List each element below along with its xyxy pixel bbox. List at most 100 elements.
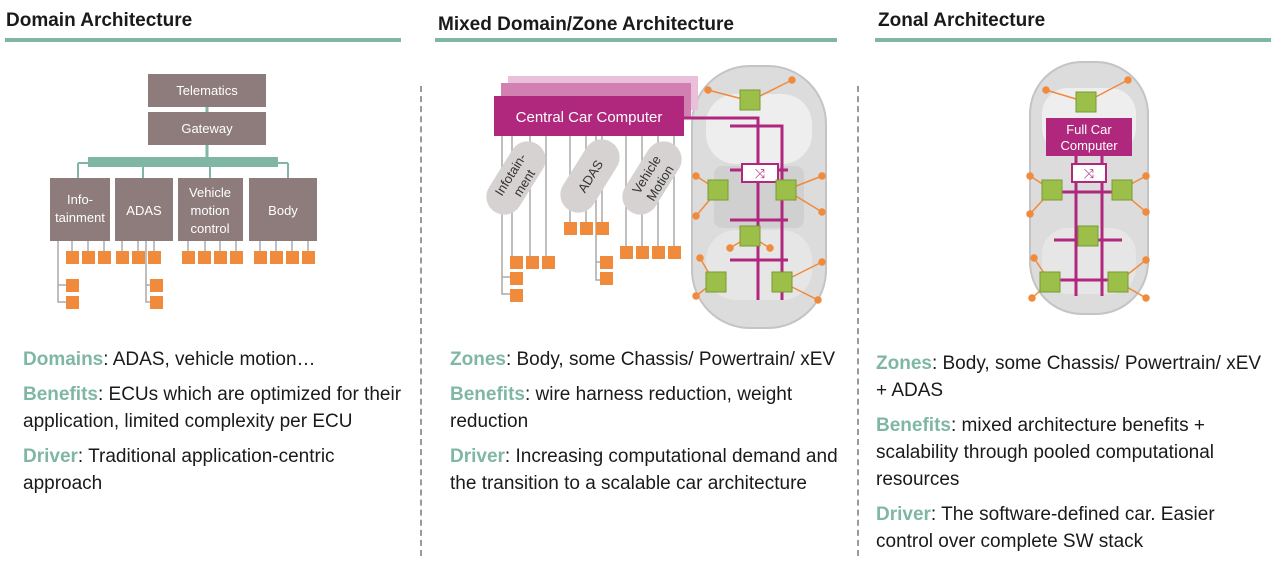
domain-pill-vehicle-motion: VehicleMotion <box>622 141 682 215</box>
ecu <box>636 246 649 259</box>
column-divider <box>420 86 422 556</box>
ecu <box>526 256 539 269</box>
ecu <box>66 251 79 264</box>
zone-controller <box>705 271 727 293</box>
svg-text:⤨: ⤨ <box>1084 166 1095 181</box>
zone-controller <box>1039 271 1061 293</box>
bullet-key: Benefits <box>450 384 525 405</box>
ecu <box>270 251 283 264</box>
ecu <box>66 296 79 309</box>
zone-controller <box>1041 179 1063 201</box>
zone-controller <box>775 179 797 201</box>
mixed-description: Zones: Body, some Chassis/ Powertrain/ x… <box>450 346 842 505</box>
domain-label-infotainment: Info-tainment <box>55 192 105 225</box>
zone-controller <box>1075 91 1097 113</box>
ecu <box>148 251 161 264</box>
column-domain-architecture: Domain Architecture Telematics Gateway I… <box>0 0 410 565</box>
domain-description: Domains: ADAS, vehicle motion… Benefits:… <box>23 346 403 505</box>
telematics-label: Telematics <box>176 83 238 98</box>
ecu <box>510 272 523 285</box>
bullet-text: : Traditional application-centric approa… <box>23 446 335 494</box>
ecu <box>82 251 95 264</box>
ecu <box>620 246 633 259</box>
domain-pill-adas: ADAS <box>560 139 620 213</box>
bullet-driver: Driver: Traditional application-centric … <box>23 443 403 497</box>
domain-box-body <box>249 178 317 241</box>
bullet-key: Benefits <box>23 384 98 405</box>
domain-box-vehicle-motion <box>178 178 243 241</box>
column-title: Mixed Domain/Zone Architecture <box>438 14 734 35</box>
domain-label-body: Body <box>268 203 298 218</box>
ecu <box>510 289 523 302</box>
bullet-key: Zones <box>876 353 932 374</box>
ecu <box>600 256 613 269</box>
bullet-text: : ECUs which are optimized for their app… <box>23 384 402 432</box>
bullet-text: : wire harness reduction, weight reducti… <box>450 384 793 432</box>
domain-box-infotainment <box>50 178 110 241</box>
switch-icon <box>741 163 779 183</box>
bullet-driver: Driver: Increasing computational demand … <box>450 443 842 497</box>
column-mixed-architecture: Mixed Domain/Zone Architecture Central C… <box>430 0 850 565</box>
full-car-computer-box <box>1046 118 1132 156</box>
ecu-wiring <box>57 241 309 303</box>
title-underline <box>875 38 1271 42</box>
gateway-box <box>148 112 266 145</box>
domain-box-adas <box>115 178 173 241</box>
bullet-benefits: Benefits: wire harness reduction, weight… <box>450 381 842 435</box>
ecu <box>542 256 555 269</box>
ecu <box>286 251 299 264</box>
zone-controller <box>1107 271 1129 293</box>
column-divider <box>857 86 859 556</box>
domain-label-adas: ADAS <box>126 203 162 218</box>
ecu <box>132 251 145 264</box>
zone-controller <box>739 225 761 247</box>
ecu <box>302 251 315 264</box>
ecu <box>150 279 163 292</box>
zone-controller <box>707 179 729 201</box>
svg-text:⤨: ⤨ <box>755 166 766 181</box>
zone-controller <box>739 89 761 111</box>
central-car-computer-label: Central Car Computer <box>516 109 663 126</box>
bullet-key: Benefits <box>876 415 951 436</box>
ecu <box>596 222 609 235</box>
bullet-text: : Increasing computational demand and th… <box>450 446 838 494</box>
ecu-group <box>510 222 681 302</box>
ecu <box>214 251 227 264</box>
central-car-computer-box <box>494 96 684 136</box>
ecu <box>652 246 665 259</box>
bullet-key: Driver <box>450 446 505 467</box>
bullet-key: Driver <box>876 504 931 525</box>
bullet-text: : Body, some Chassis/ Powertrain/ xEV <box>505 349 836 370</box>
bullet-key: Zones <box>450 349 506 370</box>
column-title: Domain Architecture <box>6 10 193 31</box>
ecu <box>254 251 267 264</box>
bullet-key: Domains <box>23 349 104 370</box>
bullet-zones: Zones: Body, some Chassis/ Powertrain/ x… <box>450 346 842 373</box>
ecu <box>66 279 79 292</box>
ecu <box>564 222 577 235</box>
bullet-text: : ADAS, vehicle motion… <box>103 349 316 370</box>
ecu <box>580 222 593 235</box>
title-underline <box>5 38 401 42</box>
zone-controller <box>771 271 793 293</box>
ecu <box>198 251 211 264</box>
ecu <box>150 296 163 309</box>
ecu <box>116 251 129 264</box>
column-title: Zonal Architecture <box>878 10 1046 31</box>
gateway-label: Gateway <box>181 121 233 136</box>
ecu <box>182 251 195 264</box>
bullet-benefits: Benefits: ECUs which are optimized for t… <box>23 381 403 435</box>
bullet-driver: Driver: The software-defined car. Easier… <box>876 501 1276 555</box>
bullet-text: : The software-defined car. Easier contr… <box>876 504 1215 552</box>
ecu <box>230 251 243 264</box>
title-underline <box>435 38 837 42</box>
bullet-zones: Zones: Body, some Chassis/ Powertrain/ x… <box>876 350 1276 404</box>
ecu <box>510 256 523 269</box>
bullet-text: : Body, some Chassis/ Powertrain/ xEV + … <box>876 353 1262 401</box>
ecu-group <box>66 251 315 309</box>
mixed-architecture-diagram: Central Car Computer ⤨ <box>486 65 827 329</box>
